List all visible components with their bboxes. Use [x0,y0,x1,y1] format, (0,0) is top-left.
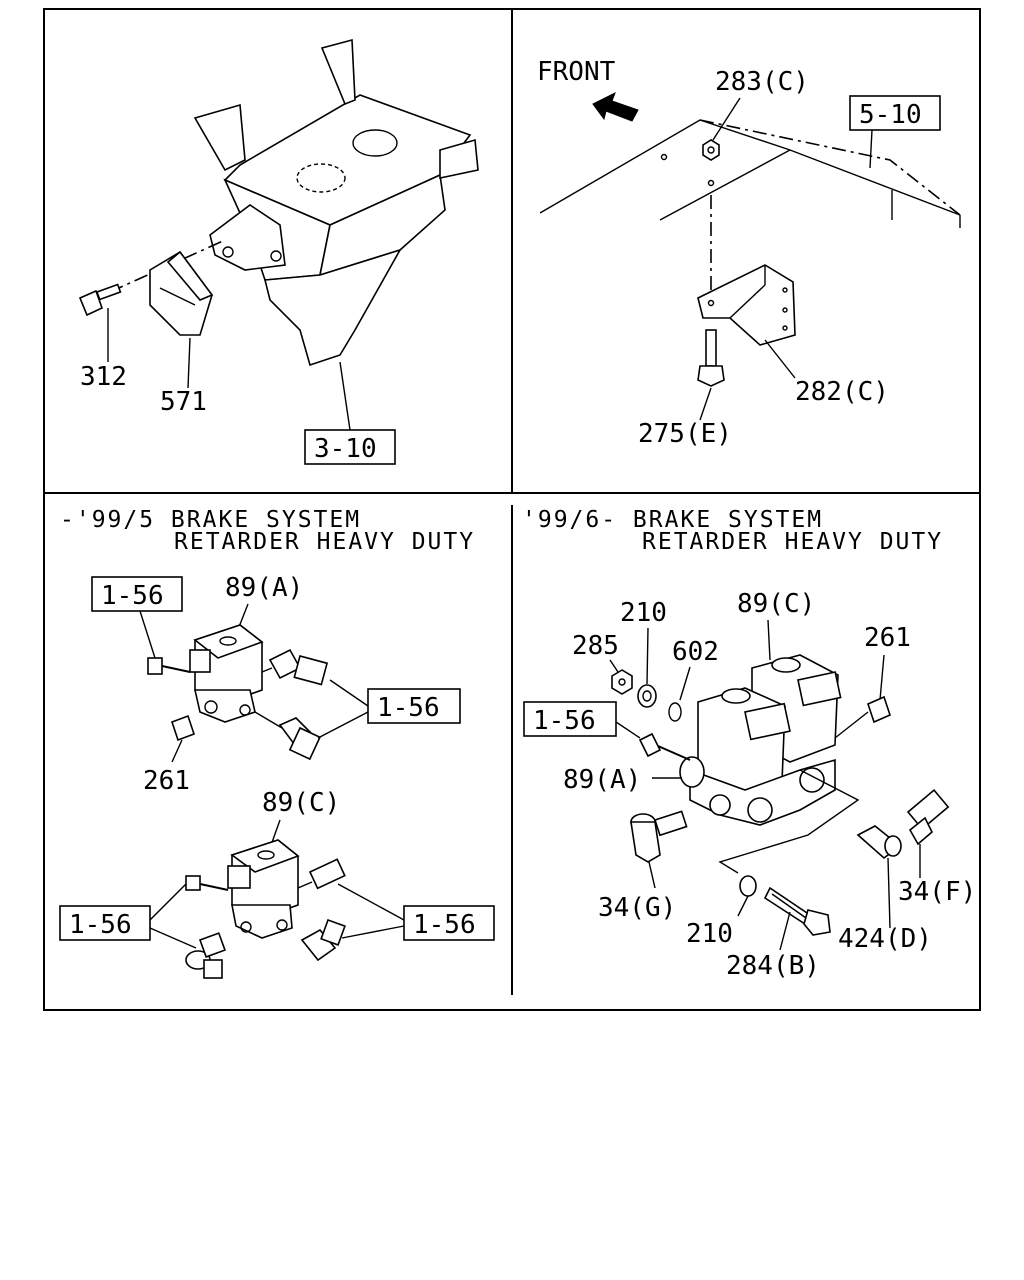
label-261-right: 261 [864,623,911,653]
plug-261-right [867,695,891,724]
label-34f: 34(F) [898,877,976,907]
label-1-56-c: 1-56 [69,910,132,940]
ref-box-5-10 [849,95,941,131]
bracket-282c [697,264,796,346]
fitting-right-lower-a [278,717,322,761]
front-arrow-icon [592,91,639,122]
elbow-424d [856,825,902,860]
valve-89c-left [227,839,300,939]
valve-base-right [679,756,836,826]
nut-283c [702,139,720,161]
label-1-56-b: 1-56 [377,693,440,723]
label-602: 602 [672,637,719,667]
oring-602 [668,702,682,722]
label-210-top: 210 [620,598,667,628]
frame-member-drawing [539,119,961,228]
label-1-56-right: 1-56 [533,706,596,736]
panel-top-right: FRONT 283(C) 5-10 [537,57,961,449]
screw-left-a [147,657,191,675]
panel-top-left: 312 571 3-10 [78,38,479,465]
valve-89a-right [697,687,791,799]
elbow-34g [630,810,688,863]
label-89a-right: 89(A) [563,765,641,795]
heading-bl-line2: RETARDER HEAVY DUTY [174,529,475,555]
label-424d: 424(D) [838,924,932,954]
panel-bottom-right: '99/6- BRAKE SYSTEM RETARDER HEAVY DUTY … [522,507,976,981]
battery-box-drawing [193,38,479,367]
fitting-right-upper-a [268,648,329,686]
label-89a-left: 89(A) [225,573,303,603]
nut-285 [611,669,633,695]
screw-right [638,732,691,761]
bolt-centerline [718,769,860,874]
relay-unit-571 [149,250,214,336]
label-282c: 282(C) [795,377,889,407]
washer-210-top [637,684,657,708]
heading-bl-line1: -'99/5 BRAKE SYSTEM [60,507,361,533]
bolt-312 [78,283,122,317]
ref-box-1-56-c [59,905,151,941]
heading-br-line1: '99/6- BRAKE SYSTEM [522,507,823,533]
label-89c-left: 89(C) [262,788,340,818]
label-285: 285 [572,631,619,661]
fitting-34f [906,789,950,846]
fitting-right-upper-c [308,858,346,890]
label-5-10: 5-10 [859,100,922,130]
label-312: 312 [80,362,127,392]
label-89c-right: 89(C) [737,589,815,619]
label-1-56-a: 1-56 [101,581,164,611]
washer-210-bottom [739,875,757,897]
label-34g: 34(G) [598,893,676,923]
bolt-275e [697,329,725,387]
ref-box-1-56-right [523,701,617,737]
front-label: FRONT [537,57,616,87]
label-284b: 284(B) [726,951,820,981]
label-210-bottom: 210 [686,919,733,949]
label-275e: 275(E) [638,419,732,449]
label-571: 571 [160,387,207,417]
ref-box-1-56-d [403,905,495,941]
ref-box-1-56-b [367,688,461,724]
elbow-right-c [300,918,346,962]
ref-box-3-10 [304,429,396,465]
ref-box-1-56-a [91,576,183,612]
panel-bottom-left: -'99/5 BRAKE SYSTEM RETARDER HEAVY DUTY … [59,507,495,979]
elbow-left-c [185,932,226,979]
label-283c: 283(C) [715,67,809,97]
valve-89a-left [189,624,264,723]
label-3-10: 3-10 [314,434,377,464]
label-1-56-d: 1-56 [413,910,476,940]
heading-br-line2: RETARDER HEAVY DUTY [642,529,943,555]
label-261-left: 261 [143,766,190,796]
plug-261-left [170,714,196,742]
bolt-284b [763,886,831,936]
screw-left-c [185,875,229,891]
